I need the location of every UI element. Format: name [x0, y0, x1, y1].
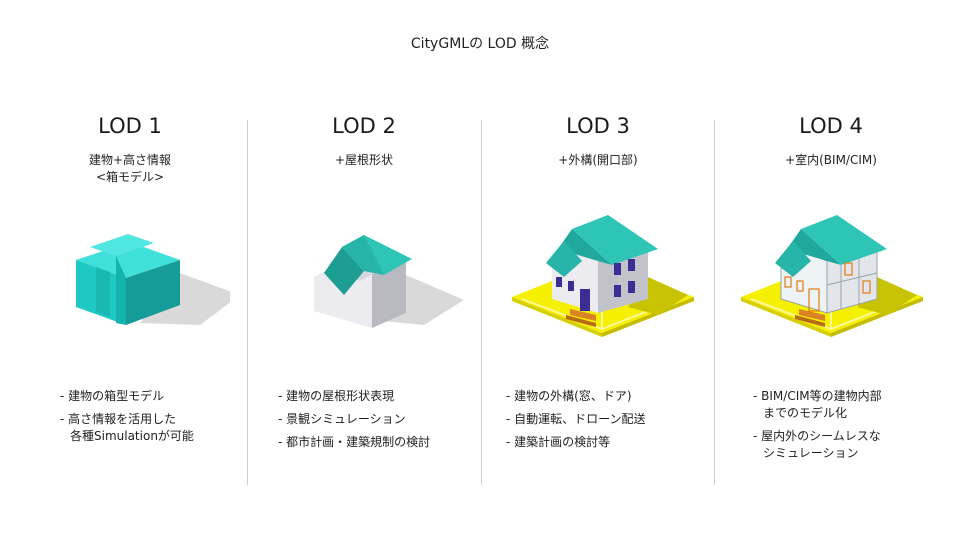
window	[614, 263, 621, 275]
lod-subtitle: +屋根形状	[248, 152, 480, 169]
column-divider	[247, 120, 248, 485]
bullet-item: - 都市計画・建築規制の検討	[278, 434, 430, 451]
roof	[342, 235, 384, 275]
window	[556, 277, 562, 287]
box-shadow	[140, 273, 230, 325]
bullet-line: - 建物の外構(窓、ドア)	[506, 389, 632, 403]
box-side-face	[126, 260, 180, 325]
roof-dormer	[324, 247, 364, 295]
roof-dormer	[546, 241, 582, 277]
entry-steps	[799, 309, 825, 321]
bullet-line: - 高さ情報を活用した	[60, 412, 177, 426]
lod-subtitle-line: +屋根形状	[334, 153, 394, 167]
house-side-wall	[598, 249, 648, 313]
roof-dormer	[775, 241, 811, 277]
bullet-item: - 屋内外のシームレスな シミュレーション	[753, 428, 882, 462]
lod-subtitle-line: +室内(BIM/CIM)	[785, 153, 877, 167]
lod-bullets: - 建物の箱型モデル - 高さ情報を活用した 各種Simulationが可能	[60, 388, 194, 451]
bullet-line: - 都市計画・建築規制の検討	[278, 435, 431, 449]
bullet-line: - 建物の箱型モデル	[60, 389, 165, 403]
window-frame	[862, 280, 871, 294]
interior-floor	[826, 272, 878, 286]
entry-steps	[566, 315, 596, 327]
lod1-box-model-illustration	[76, 234, 230, 325]
bullet-line: - 景観シミュレーション	[278, 412, 406, 426]
window	[614, 285, 621, 297]
column-divider	[481, 120, 482, 485]
roof	[801, 215, 887, 265]
window	[628, 281, 635, 293]
bullet-line: - 建物の屋根形状表現	[278, 389, 395, 403]
lod-title: LOD 4	[799, 114, 863, 138]
page-title: CityGMLの LOD 概念	[410, 36, 550, 52]
bullet-item: - 景観シミュレーション	[278, 411, 430, 428]
window-frame	[796, 280, 804, 292]
bullet-item: - 建物の箱型モデル	[60, 388, 194, 405]
ground-edge	[831, 297, 923, 337]
bullet-line: - BIM/CIM等の建物内部	[753, 389, 882, 403]
lod-subtitle: 建物+高さ情報 <箱モデル>	[14, 152, 246, 186]
bullet-item: - BIM/CIM等の建物内部 までのモデル化	[753, 388, 882, 422]
bullet-line: までのモデル化	[763, 406, 848, 420]
box-top	[90, 234, 154, 256]
lod-column-4: LOD 4 +室内(BIM/CIM) - BIM/CIM等の建物内部 までのモデ…	[715, 0, 947, 540]
lod-column-1: LOD 1 建物+高さ情報 <箱モデル> - 建物の箱型モデル - 高さ情報を活…	[14, 0, 246, 540]
lod-bullets: - 建物の屋根形状表現 - 景観シミュレーション - 都市計画・建築規制の検討	[278, 388, 430, 457]
lod-title: LOD 1	[98, 114, 162, 138]
bullet-line: - 自動運転、ドローン配送	[506, 412, 646, 426]
lod4-interior-model-illustration	[741, 215, 923, 337]
box-front-face	[96, 267, 110, 317]
entry-steps	[795, 315, 825, 327]
lod-subtitle: +室内(BIM/CIM)	[715, 152, 947, 169]
bullet-item: - 自動運転、ドローン配送	[506, 411, 646, 428]
house-side-wall	[372, 260, 406, 328]
lod-bullets: - 建物の外構(窓、ドア) - 自動運転、ドローン配送 - 建築計画の検討等	[506, 388, 646, 457]
bullet-line: - 屋内外のシームレスな	[753, 429, 881, 443]
roof	[787, 229, 841, 265]
window-frame	[844, 262, 853, 276]
box-front-face	[116, 256, 126, 325]
bullet-item: - 建築計画の検討等	[506, 434, 646, 451]
bullet-item: - 建物の屋根形状表現	[278, 388, 430, 405]
column-divider	[714, 120, 715, 485]
ground-edge	[602, 297, 694, 337]
lod-column-3: LOD 3 +外構(開口部) - 建物の外構(窓、ドア) - 自動運転、ドローン…	[482, 0, 714, 540]
lod3-exterior-model-illustration	[512, 215, 694, 337]
window	[628, 259, 635, 271]
door-frame	[808, 288, 820, 312]
entry-steps	[570, 309, 596, 321]
lod2-roof-model-illustration	[314, 235, 464, 328]
lod-subtitle-line: 建物+高さ情報	[88, 153, 172, 167]
bullet-line: シミュレーション	[763, 446, 859, 460]
bullet-line: 各種Simulationが可能	[70, 429, 194, 443]
bullet-item: - 建物の外構(窓、ドア)	[506, 388, 646, 405]
lod-title: LOD 3	[566, 114, 630, 138]
roof	[572, 215, 658, 265]
door	[580, 289, 590, 311]
roof	[558, 229, 612, 265]
lod-column-2: LOD 2 +屋根形状 - 建物の屋根形状表現 - 景観シミュレーション - 都…	[248, 0, 480, 540]
lod-subtitle: +外構(開口部)	[482, 152, 714, 169]
ground-edge	[512, 297, 602, 337]
lod-subtitle-line: +外構(開口部)	[558, 153, 638, 167]
box-top	[76, 242, 180, 278]
lod-title: LOD 2	[332, 114, 396, 138]
window	[568, 281, 574, 291]
bullet-item: - 高さ情報を活用した 各種Simulationが可能	[60, 411, 194, 445]
lod-bullets: - BIM/CIM等の建物内部 までのモデル化 - 屋内外のシームレスな シミュ…	[753, 388, 882, 468]
bullet-line: - 建築計画の検討等	[506, 435, 611, 449]
lod-subtitle-line: <箱モデル>	[95, 170, 165, 184]
ground-edge	[741, 297, 831, 337]
window-frame	[784, 276, 792, 288]
